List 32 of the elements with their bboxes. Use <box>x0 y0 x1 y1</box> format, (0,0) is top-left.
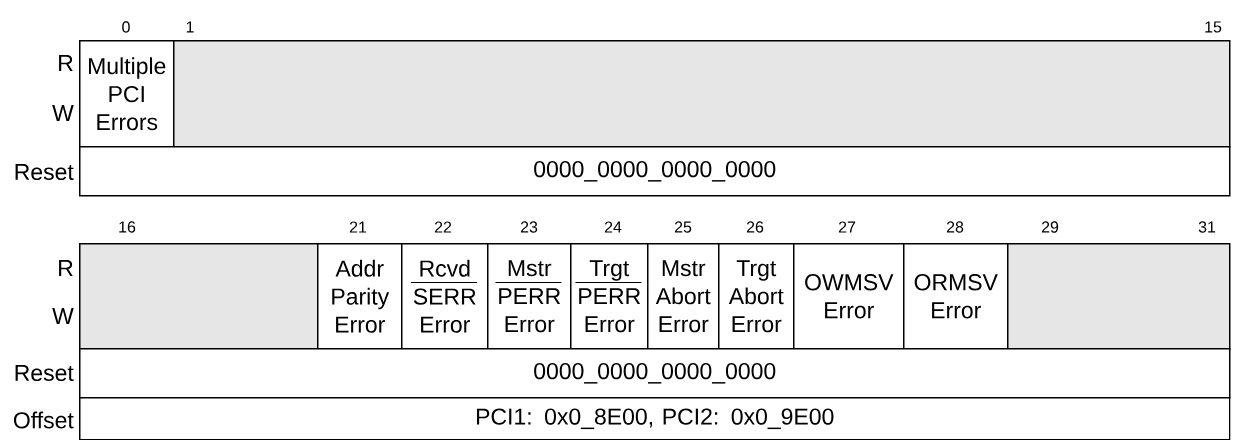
bit-number: 23 <box>520 221 538 233</box>
bit-number: 22 <box>434 221 452 233</box>
register-value-row: PCI1: 0x0_8E00, PCI2: 0x0_9E00 <box>79 397 1231 440</box>
bit-number: 26 <box>746 221 764 233</box>
register-field: Mstr PERR Error <box>487 243 572 350</box>
register-field: OWMSV Error <box>793 243 905 350</box>
bit-number: 1 <box>186 21 194 33</box>
register-field: Trgt PERR Error <box>570 243 649 350</box>
bit-number: 25 <box>674 221 692 233</box>
row-label: W <box>52 105 74 121</box>
register-field: Multiple PCI Errors <box>79 40 175 148</box>
register-field: Trgt Abort Error <box>718 243 795 350</box>
reserved-field <box>79 243 319 350</box>
bit-number: 28 <box>946 221 964 233</box>
bit-number: 31 <box>1198 221 1216 233</box>
row-label: Offset <box>13 411 74 429</box>
row-label: R <box>59 260 73 276</box>
reserved-field <box>1007 243 1231 350</box>
bit-number: 27 <box>838 221 856 233</box>
reserved-field <box>173 40 1231 148</box>
row-label: Reset <box>15 365 74 381</box>
bit-number: 29 <box>1041 221 1059 233</box>
register-field: Addr Parity Error <box>317 243 403 350</box>
row-label: Reset <box>15 164 74 180</box>
register-field: Mstr Abort Error <box>647 243 720 350</box>
register-field: Rcvd SERR Error <box>401 243 489 350</box>
bit-number: 24 <box>604 221 622 233</box>
bit-number: 21 <box>349 221 367 233</box>
register-field: ORMSV Error <box>903 243 1009 350</box>
bit-number: 16 <box>119 221 136 233</box>
bit-number: 0 <box>122 21 130 33</box>
row-label: W <box>52 308 74 324</box>
